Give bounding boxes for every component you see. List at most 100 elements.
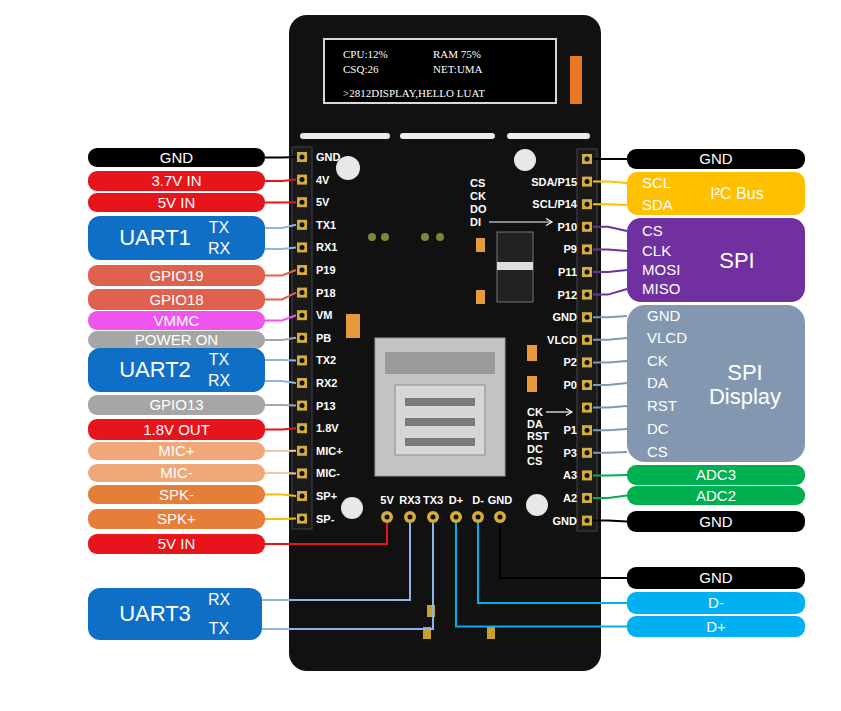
pin-hole [585,247,590,252]
pin-function-pill: GND [627,567,805,589]
pin-function-pill: ADC2 [627,486,805,505]
pin-hole [300,268,305,273]
silkscreen-label: GND [316,151,340,163]
component [497,232,533,302]
component [346,314,360,338]
silkscreen-label: P18 [316,287,336,299]
leader-line [593,338,627,340]
silkscreen-bar [400,133,495,139]
pin-function-text: GPIO13 [149,397,203,414]
silkscreen-label: RX3 [399,494,420,506]
pin-hole [585,202,590,207]
pin-function-text: GND [160,149,193,166]
leader-line [265,495,296,497]
leader-line [265,270,296,276]
pin-function-pill: ADC3 [627,465,805,485]
pin-hole [585,179,590,184]
silkscreen-label: TX1 [316,219,336,231]
silkscreen-label: GND [553,515,577,527]
leader-line [593,249,627,251]
pin-pad [582,493,592,503]
pin-pad [297,423,307,433]
silkscreen-label: SP- [316,513,334,525]
pin-pad [582,267,592,277]
leader-line [265,523,387,544]
leader-line [500,523,627,578]
pin-function-text: SCL [642,175,671,192]
pin-function-text: SDA [642,197,673,214]
pin-function-pill: GND [88,148,265,167]
pin-function-pill: 5V IN [88,534,265,554]
pin-pad [297,175,307,185]
leader-line [265,359,296,361]
pin-pad [297,378,307,388]
pin-hole [300,516,305,521]
pin-pad [297,468,307,478]
leader-line [265,315,296,320]
pin-function-text: DA [647,375,668,392]
leader-line [265,404,296,407]
pin-function-text: D+ [706,618,726,635]
screen-text: >2812DISPLAY,HELLO LUAT [343,87,485,99]
pin-function-text: ADC3 [696,467,736,484]
silkscreen-label: 4V [316,174,329,186]
pad [487,627,495,639]
silkscreen-label: A2 [563,492,577,504]
screen-text: RAM 75% [433,48,481,60]
leader-line [593,203,627,206]
pin-pad [297,288,307,298]
leader-line [456,523,627,627]
pin-pad [494,511,506,523]
pin-hole [585,405,590,410]
pin-function-text: TX [209,219,229,237]
pin-function-text: GND [647,308,680,325]
pin-pad [297,355,307,365]
mounting-hole [341,497,363,519]
silkscreen-bar [300,133,390,139]
display-flex-tab [570,56,582,104]
pin-function-text: CS [647,444,668,461]
sim-holder-slot [385,352,495,374]
silkscreen-label: P9 [564,243,577,255]
board-body [289,15,601,671]
pin-function-text: RX [208,591,230,609]
pin-function-text: UART2 [119,358,191,382]
silkscreen-label: MIC- [316,467,340,479]
pin-pad [582,154,592,164]
pin-function-text: RX [208,240,230,258]
pin-pad [582,335,592,345]
pin-function-text: CS [642,223,663,240]
pin-function-text: SPK+ [157,511,196,528]
pin-pad [297,310,307,320]
silkscreen-label: SDA/P15 [531,176,577,188]
pin-pad [582,177,592,187]
pin-function-pill: POWER ON [88,331,265,349]
silkscreen-label: DI [470,216,481,228]
pin-function-pill: GND [627,149,805,169]
pin-function-text: VMMC [154,312,200,329]
pin-function-text: DC [647,421,669,438]
leader-line [593,429,627,430]
pin-function-text: VLCD [647,330,687,347]
silkscreen-label: SCL/P14 [532,198,577,210]
via [421,233,429,241]
pin-function-text: SPK- [159,486,194,503]
pin-function-text: TX [209,351,229,369]
silkscreen-label: VM [316,309,333,321]
sim-contact [405,438,475,446]
pin-function-pill: SCLSDAI²C Bus [627,172,805,215]
leader-line [593,227,627,231]
screen-text: NET:UMA [433,63,483,75]
leader-line [593,361,627,362]
silkscreen-label: D- [472,494,484,506]
silkscreen-label: P0 [564,379,577,391]
pin-hole [300,494,305,499]
leader-line [265,472,296,474]
pin-pad [582,290,592,300]
pin-hole [585,383,590,388]
silkscreen-label: P2 [564,356,577,368]
pin-hole [300,335,305,340]
pin-pad [582,357,592,367]
screen-text: CSQ:26 [343,63,378,75]
component [476,290,485,304]
